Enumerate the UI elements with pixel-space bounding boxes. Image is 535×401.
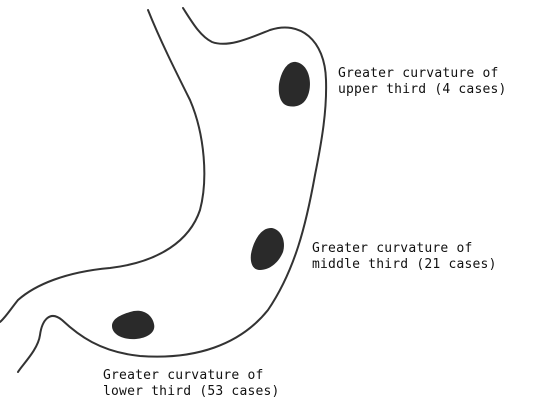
label-lower-line1: Greater curvature of (103, 368, 280, 384)
label-middle-line1: Greater curvature of (312, 241, 497, 257)
lesser-curvature-outline (0, 10, 204, 322)
lesion-upper-third (279, 62, 310, 107)
label-upper-line1: Greater curvature of (338, 66, 507, 82)
lesion-middle-third (251, 228, 284, 270)
label-middle-third: Greater curvature of middle third (21 ca… (312, 241, 497, 273)
lesion-lower-third (112, 311, 154, 339)
label-upper-line2: upper third (4 cases) (338, 82, 507, 98)
label-lower-line2: lower third (53 cases) (103, 384, 280, 400)
label-upper-third: Greater curvature of upper third (4 case… (338, 66, 507, 98)
label-lower-third: Greater curvature of lower third (53 cas… (103, 368, 280, 400)
label-middle-line2: middle third (21 cases) (312, 257, 497, 273)
